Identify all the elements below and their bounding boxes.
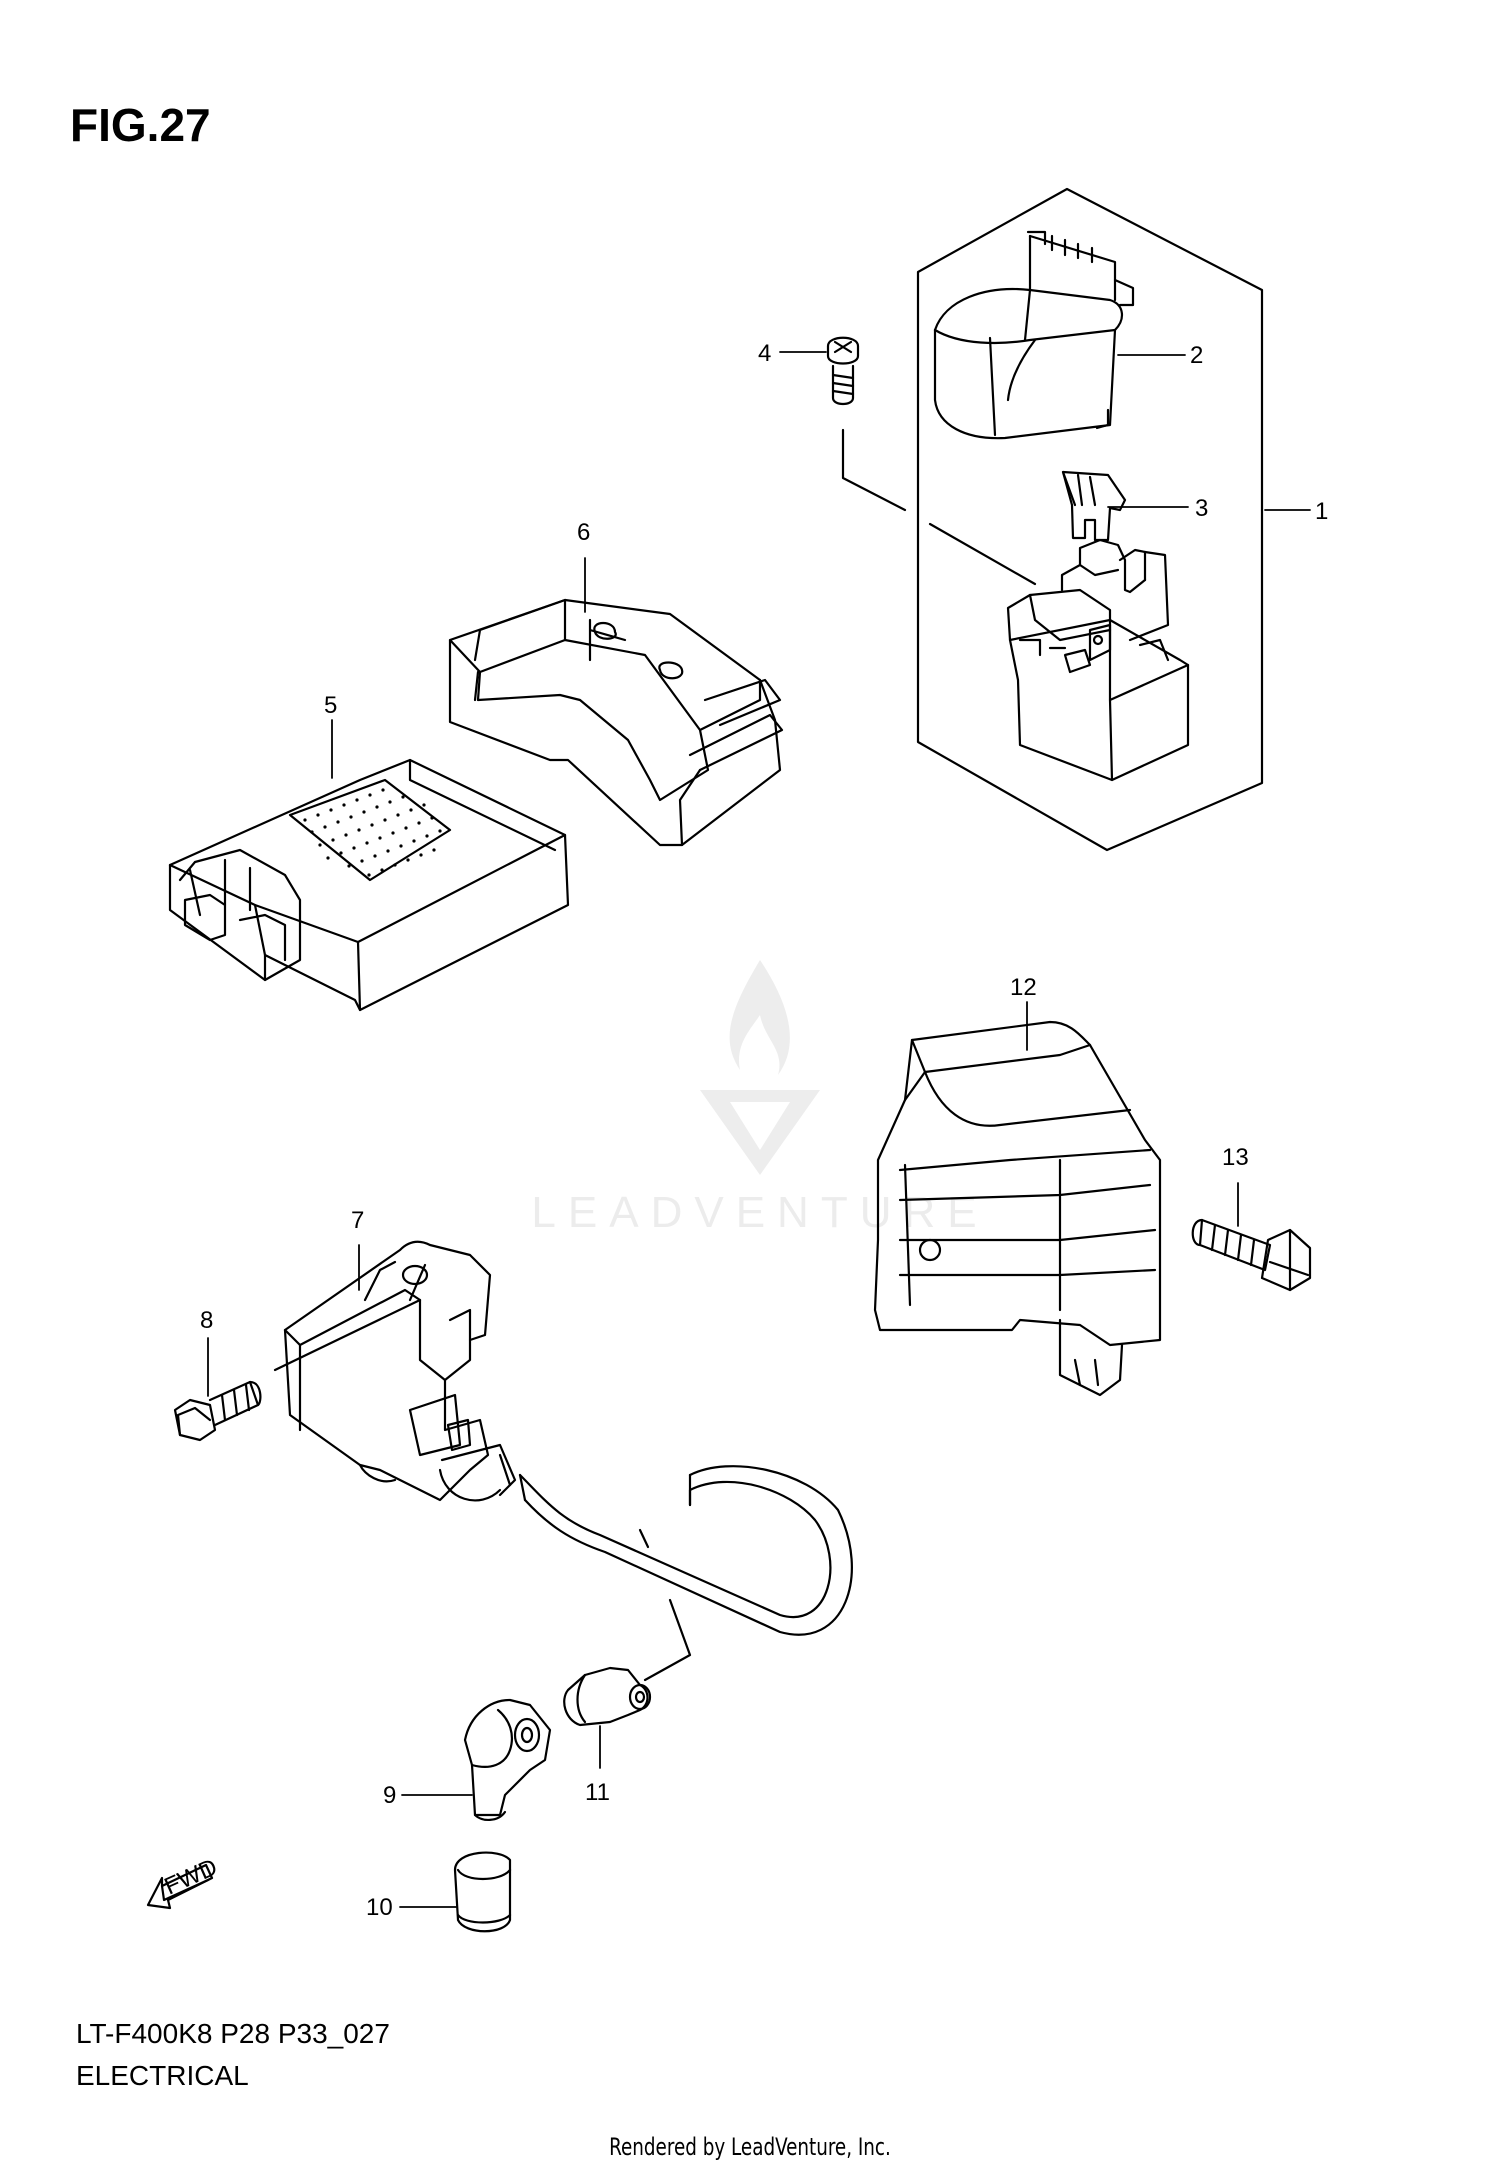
figure-title: FIG.27	[70, 99, 211, 151]
spark-plug-cap	[463, 1698, 552, 1821]
callout-11: 11	[585, 1779, 610, 1806]
callout-8: 8	[200, 1307, 213, 1334]
ecm-rubber-cover	[448, 598, 784, 847]
plug-cap-boot	[453, 1851, 512, 1933]
resistor-cap	[563, 1666, 652, 1727]
flame-v-logo-icon	[700, 960, 820, 1175]
watermark-text: LEADVENTURE	[531, 1188, 989, 1237]
fuse	[1061, 470, 1127, 542]
callout-labels: 1 2 3 4 5 6 7 8 9 10 11 12 13 FWD	[160, 340, 1328, 1921]
callout-1: 1	[1315, 498, 1328, 525]
callout-3: 3	[1195, 495, 1208, 522]
starter-relay	[1006, 538, 1190, 782]
fwd-label: FWD	[160, 1854, 221, 1901]
ecm-label-dots	[303, 788, 442, 877]
section-name: ELECTRICAL	[76, 2060, 249, 2091]
callout-6: 6	[577, 519, 590, 546]
callout-4: 4	[758, 340, 771, 367]
ignition-coil	[283, 1240, 527, 1502]
callout-2: 2	[1190, 342, 1203, 369]
relay-cover	[933, 230, 1135, 440]
callout-5: 5	[324, 692, 337, 719]
model-code: LT-F400K8 P28 P33_027	[76, 2018, 390, 2049]
fwd-arrow-icon	[146, 1863, 214, 1910]
screw-part-4	[826, 336, 1037, 586]
assembly-leader-lines	[273, 1298, 692, 1682]
rendered-by-credit: Rendered by LeadVenture, Inc.	[609, 2133, 891, 2161]
starter-relay-assembly-outline	[916, 187, 1264, 852]
callout-9: 9	[383, 1782, 396, 1809]
bolt-part-13	[1191, 1218, 1312, 1292]
regulator-rectifier	[873, 1020, 1162, 1397]
callout-12: 12	[1010, 974, 1037, 1001]
bolt-part-8	[173, 1380, 262, 1442]
callout-7: 7	[351, 1207, 364, 1234]
callout-10: 10	[366, 1894, 393, 1921]
ecm-unit	[168, 758, 570, 1012]
high-tension-lead	[518, 1465, 853, 1636]
callout-13: 13	[1222, 1144, 1249, 1171]
callout-leaders	[207, 351, 1311, 1908]
